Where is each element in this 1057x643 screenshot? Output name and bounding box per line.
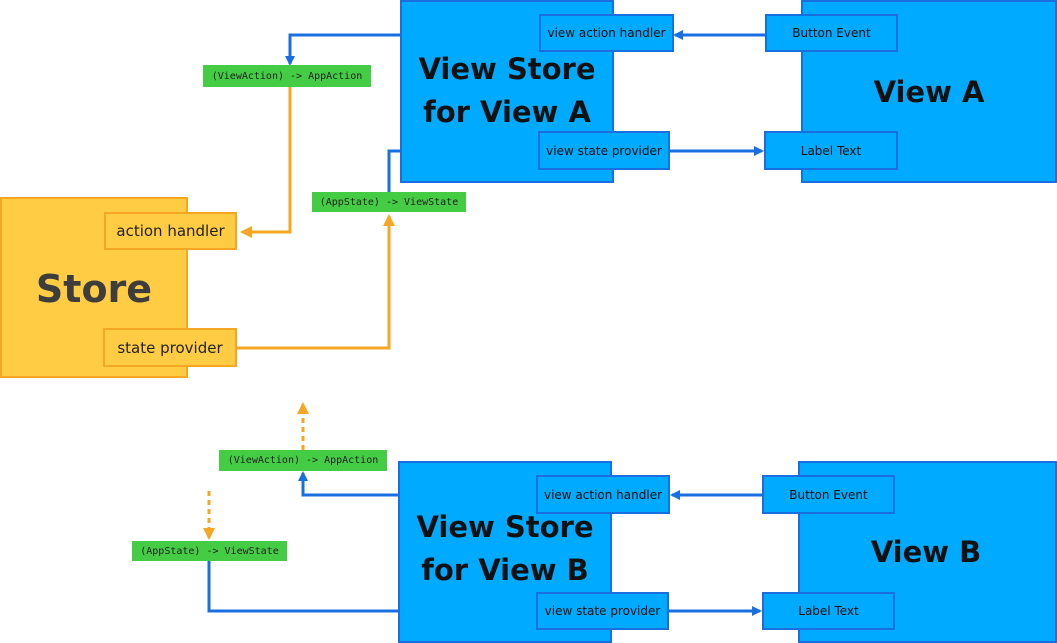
view-store-b-title-line1: View Store: [416, 510, 594, 544]
view-b-button-event[interactable]: Button Event: [762, 475, 895, 514]
view-b-action-handler[interactable]: view action handler: [536, 475, 670, 514]
view-store-a-title-line1: View Store: [418, 52, 596, 86]
mapping-b-view-action: (ViewAction) -> AppAction: [219, 450, 387, 471]
store-action-handler[interactable]: action handler: [104, 212, 237, 250]
mapping-a-app-state: (AppState) -> ViewState: [312, 192, 466, 212]
view-a-state-provider[interactable]: view state provider: [538, 131, 670, 170]
view-b-label-text[interactable]: Label Text: [762, 592, 895, 630]
view-b-title: View B: [870, 535, 982, 569]
mapping-b-app-state: (AppState) -> ViewState: [132, 541, 287, 561]
view-store-b-title-line2: for View B: [421, 553, 589, 587]
view-store-a-title: View Store for View A: [400, 48, 614, 134]
arrow-mapping-to-action-handler: [240, 87, 292, 238]
store-title: Store: [35, 267, 153, 311]
view-a-button-event[interactable]: Button Event: [765, 14, 898, 52]
store-state-provider[interactable]: state provider: [103, 328, 237, 367]
view-a-action-handler[interactable]: view action handler: [539, 14, 674, 52]
view-a-title: View A: [873, 75, 985, 109]
view-b-state-provider[interactable]: view state provider: [536, 592, 669, 630]
view-store-a-title-line2: for View A: [423, 95, 591, 129]
mapping-a-view-action: (ViewAction) -> AppAction: [203, 65, 371, 87]
view-a-label-text[interactable]: Label Text: [764, 131, 898, 170]
view-store-b-title: View Store for View B: [398, 506, 612, 592]
arrow-state-provider-to-mapping: [236, 214, 395, 350]
